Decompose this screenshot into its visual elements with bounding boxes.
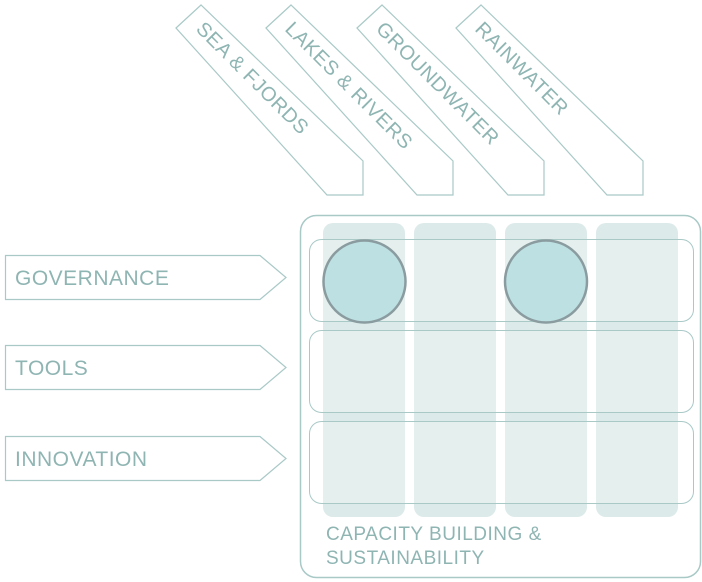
row-band-innovation [309,421,694,504]
row-band-governance [309,239,694,322]
row-arrow-tools [4,344,287,391]
column-arrow-lakes-rivers [265,4,454,196]
column-band-rainwater [596,223,678,517]
footer-line-1: CAPACITY BUILDING & [326,524,542,545]
matrix-frame [299,214,702,579]
row-label-innovation: INNOVATION [4,435,287,482]
footer-line-2: SUSTAINABILITY [326,548,485,569]
row-bands [309,239,694,504]
row-label-governance: GOVERNANCE [4,254,287,301]
column-arrow-sea-fjords [175,4,364,196]
row-band-tools [309,330,694,413]
row-arrow-governance [4,254,287,301]
highlight-governance-sea-fjords [322,239,407,324]
highlight-governance-groundwater [503,239,589,324]
row-label-text-tools: TOOLS [15,357,88,380]
row-label-text-innovation: INNOVATION [15,448,148,471]
row-label-tools: TOOLS [4,344,287,391]
row-label-text-governance: GOVERNANCE [15,267,169,290]
column-band-lakes-rivers [414,223,496,517]
row-arrow-innovation [4,435,287,482]
column-arrow-rainwater [455,4,644,196]
highlight-markers [322,239,589,324]
column-arrow-groundwater [356,4,545,196]
